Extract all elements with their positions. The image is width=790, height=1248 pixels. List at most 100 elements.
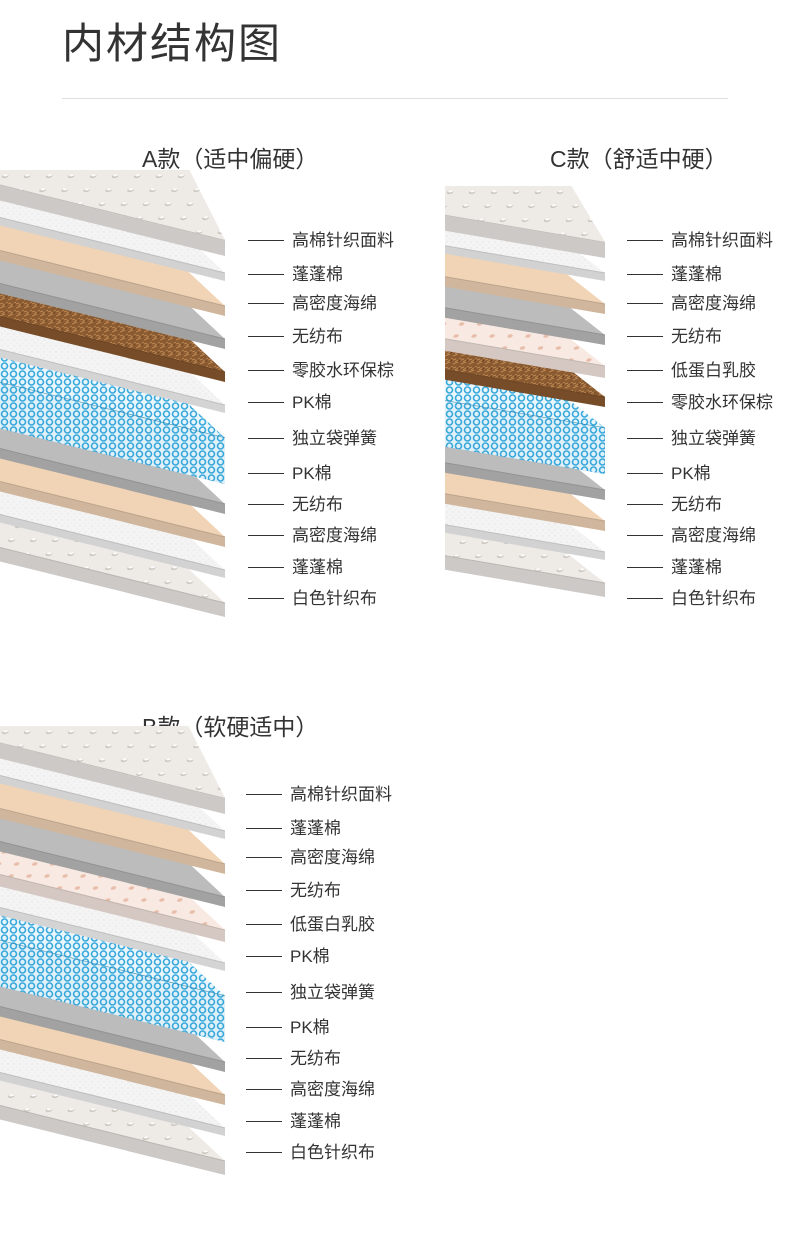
- layer-label-latex: 低蛋白乳胶: [627, 360, 756, 382]
- layer-label-text: 无纺布: [671, 495, 722, 514]
- layer-label-text: 高密度海绵: [671, 526, 756, 545]
- model-a-title: A款（适中偏硬）: [142, 146, 319, 172]
- leader-line: [627, 598, 663, 600]
- leader-line: [627, 473, 663, 475]
- layer-label-text: 高密度海绵: [290, 848, 375, 867]
- layer-label-text: 无纺布: [671, 327, 722, 346]
- layer-label-wadding: 蓬蓬棉: [627, 557, 722, 579]
- layer-label-wadding: 蓬蓬棉: [246, 818, 341, 840]
- layer-label-bottom-knit: 白色针织布: [248, 588, 377, 610]
- leader-line: [248, 473, 284, 475]
- layer-label-text: PK棉: [292, 393, 332, 412]
- leader-line: [246, 794, 282, 796]
- layer-label-pk: PK棉: [246, 946, 330, 968]
- layer-label-nonwoven: 无纺布: [248, 494, 343, 516]
- leader-line: [627, 438, 663, 440]
- layer-label-top-knit: 高棉针织面料: [246, 784, 392, 806]
- layer-label-foam: 高密度海绵: [248, 293, 377, 315]
- layer-label-spring: 独立袋弹簧: [248, 428, 377, 450]
- leader-line: [627, 535, 663, 537]
- layer-label-text: 低蛋白乳胶: [671, 361, 756, 380]
- layer-label-wadding: 蓬蓬棉: [246, 1111, 341, 1133]
- layer-label-bottom-knit: 白色针织布: [627, 588, 756, 610]
- leader-line: [248, 336, 284, 338]
- model-a-layer-diagram: [0, 170, 226, 617]
- layer-label-text: 高密度海绵: [292, 294, 377, 313]
- layer-label-nonwoven: 无纺布: [246, 1048, 341, 1070]
- layer-label-nonwoven: 无纺布: [246, 880, 341, 902]
- layer-label-nonwoven: 无纺布: [248, 326, 343, 348]
- layer-label-text: 白色针织布: [671, 589, 756, 608]
- leader-line: [246, 992, 282, 994]
- layer-label-spring: 独立袋弹簧: [627, 428, 756, 450]
- leader-line: [248, 438, 284, 440]
- layer-label-text: 高棉针织面料: [671, 231, 773, 250]
- layer-label-nonwoven: 无纺布: [627, 326, 722, 348]
- leader-line: [246, 890, 282, 892]
- leader-line: [248, 274, 284, 276]
- layer-label-pk: PK棉: [248, 463, 332, 485]
- layer-label-text: PK棉: [292, 464, 332, 483]
- leader-line: [246, 1027, 282, 1029]
- layer-label-coir: 零胶水环保棕: [627, 392, 773, 414]
- layer-label-text: 高密度海绵: [671, 294, 756, 313]
- leader-line: [248, 303, 284, 305]
- layer-label-foam: 高密度海绵: [246, 1079, 375, 1101]
- title-divider: [62, 98, 728, 99]
- layer-label-text: 高密度海绵: [290, 1080, 375, 1099]
- layer-label-wadding: 蓬蓬棉: [248, 557, 343, 579]
- layer-label-text: 蓬蓬棉: [290, 819, 341, 838]
- layer-top-knit: [0, 726, 226, 814]
- layer-label-text: 蓬蓬棉: [292, 558, 343, 577]
- leader-line: [627, 336, 663, 338]
- layer-label-text: 独立袋弹簧: [292, 429, 377, 448]
- layer-label-text: 零胶水环保棕: [292, 361, 394, 380]
- leader-line: [627, 303, 663, 305]
- layer-label-foam: 高密度海绵: [246, 847, 375, 869]
- layer-label-latex: 低蛋白乳胶: [246, 914, 375, 936]
- layer-label-text: 无纺布: [290, 881, 341, 900]
- leader-line: [248, 567, 284, 569]
- layer-label-text: 高密度海绵: [292, 526, 377, 545]
- leader-line: [248, 535, 284, 537]
- layer-label-text: 独立袋弹簧: [290, 983, 375, 1002]
- leader-line: [248, 504, 284, 506]
- leader-line: [248, 370, 284, 372]
- layer-label-text: 蓬蓬棉: [290, 1112, 341, 1131]
- layer-label-foam: 高密度海绵: [627, 525, 756, 547]
- leader-line: [248, 402, 284, 404]
- layer-label-nonwoven: 无纺布: [627, 494, 722, 516]
- layer-label-text: 蓬蓬棉: [671, 265, 722, 284]
- leader-line: [627, 567, 663, 569]
- layer-label-top-knit: 高棉针织面料: [248, 230, 394, 252]
- leader-line: [246, 1152, 282, 1154]
- layer-label-text: PK棉: [290, 947, 330, 966]
- leader-line: [627, 504, 663, 506]
- layer-label-pk: PK棉: [246, 1017, 330, 1039]
- leader-line: [246, 1089, 282, 1091]
- layer-label-text: 白色针织布: [290, 1143, 375, 1162]
- layer-label-coir: 零胶水环保棕: [248, 360, 394, 382]
- layer-top-knit: [0, 170, 226, 256]
- layer-top-knit: [445, 186, 606, 258]
- layer-label-text: 无纺布: [290, 1049, 341, 1068]
- model-b-layer-diagram: [0, 726, 226, 1175]
- model-c-layer-diagram: [445, 186, 606, 597]
- layer-label-top-knit: 高棉针织面料: [627, 230, 773, 252]
- model-c-title: C款（舒适中硬）: [550, 146, 728, 172]
- layer-label-spring: 独立袋弹簧: [246, 982, 375, 1004]
- leader-line: [246, 828, 282, 830]
- layer-label-bottom-knit: 白色针织布: [246, 1142, 375, 1164]
- layer-label-text: 独立袋弹簧: [671, 429, 756, 448]
- layer-label-text: PK棉: [290, 1018, 330, 1037]
- leader-line: [627, 240, 663, 242]
- layer-label-text: 零胶水环保棕: [671, 393, 773, 412]
- layer-label-text: 无纺布: [292, 495, 343, 514]
- leader-line: [246, 1058, 282, 1060]
- layer-label-text: 蓬蓬棉: [671, 558, 722, 577]
- layer-label-text: 高棉针织面料: [290, 785, 392, 804]
- layer-label-text: 低蛋白乳胶: [290, 915, 375, 934]
- layer-label-text: 白色针织布: [292, 589, 377, 608]
- layer-label-wadding: 蓬蓬棉: [248, 264, 343, 286]
- leader-line: [627, 402, 663, 404]
